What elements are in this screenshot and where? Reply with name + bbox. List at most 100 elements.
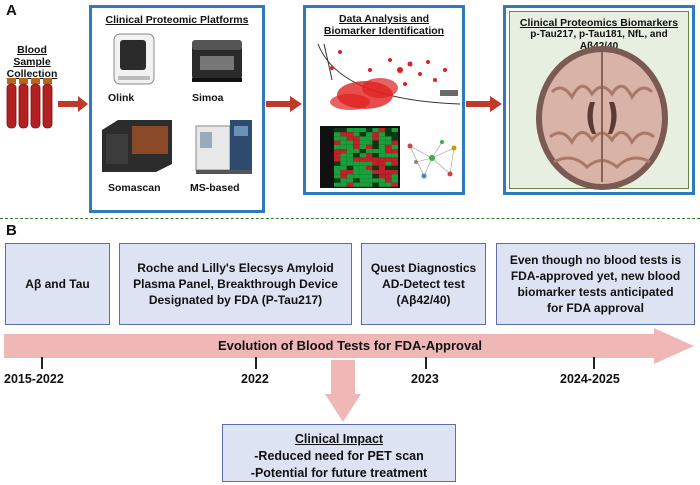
year-2: 2022 — [241, 372, 269, 386]
heatmap-cell — [334, 140, 341, 145]
heatmap-cell — [353, 136, 360, 141]
simoa-device-icon — [192, 40, 242, 82]
heatmap-cell — [372, 132, 379, 137]
heatmap-cell — [378, 170, 386, 175]
device-label-olink: Olink — [108, 92, 135, 104]
heatmap-cell — [385, 153, 392, 158]
box2-line3: Designated by FDA (P-Tau217) — [148, 293, 323, 307]
heatmap-cell — [359, 136, 366, 141]
heatmap-cell — [359, 128, 366, 133]
heatmap-cell — [385, 132, 392, 137]
timeline-arrow — [4, 328, 694, 364]
heatmap-cell — [359, 161, 366, 166]
heatmap-cell — [366, 136, 373, 141]
heatmap-cell — [378, 149, 386, 154]
olink-device-icon — [113, 33, 155, 85]
blood-tubes-icon — [6, 78, 53, 129]
heatmap-cell — [391, 144, 398, 149]
heatmap-cell — [391, 165, 398, 170]
impact-line1: -Reduced need for PET scan — [254, 449, 424, 463]
heatmap-cell — [340, 149, 347, 154]
heatmap-cell — [346, 182, 354, 187]
heatmap-cell — [359, 178, 366, 183]
heatmap-cell — [385, 178, 392, 183]
timeline-box-4: Even though no blood tests is FDA-approv… — [496, 243, 695, 325]
heatmap-cell — [359, 157, 366, 162]
heatmap-cell — [391, 174, 398, 179]
heatmap-cell — [391, 149, 398, 154]
heatmap-cell — [334, 153, 341, 158]
heatmap-cell — [391, 178, 398, 183]
impact-line2: -Potential for future treatment — [250, 466, 428, 480]
platforms-title: Clinical Proteomic Platforms — [105, 14, 249, 26]
heatmap-cell — [366, 144, 373, 149]
heatmap-cell — [372, 161, 379, 166]
heatmap-cell — [385, 149, 392, 154]
heatmap-cell — [372, 178, 379, 183]
heatmap-cell — [366, 178, 373, 183]
heatmap-cell — [359, 132, 366, 137]
heatmap-cell — [346, 165, 354, 170]
heatmap-cell — [366, 170, 373, 175]
heatmap-cell — [366, 157, 373, 162]
heatmap-cell — [391, 128, 398, 133]
year-3: 2023 — [411, 372, 439, 386]
heatmap-cell — [372, 149, 379, 154]
timeline-label: Evolution of Blood Tests for FDA-Approva… — [217, 338, 483, 353]
device-label-somascan: Somascan — [108, 182, 161, 194]
heatmap-cell — [359, 144, 366, 149]
box3-line3: (Aβ42/40) — [396, 293, 451, 307]
timeline-box-2: Roche and Lilly's Elecsys Amyloid Plasma… — [119, 243, 352, 325]
heatmap-cell — [385, 165, 392, 170]
heatmap-cell — [385, 182, 392, 187]
heatmap-cell — [334, 149, 341, 154]
panel-a-letter: A — [6, 2, 17, 19]
heatmap-cell — [366, 165, 373, 170]
heatmap-cell — [385, 170, 392, 175]
analysis-title-line2: Biomarker Identification — [323, 25, 445, 37]
biomarkers-title: Clinical Proteomics Biomarkers — [519, 17, 679, 29]
heatmap-cell — [385, 174, 392, 179]
heatmap-cell — [353, 170, 360, 175]
heatmap-cell — [378, 140, 386, 145]
heatmap-cell — [340, 140, 347, 145]
heatmap-cell — [366, 174, 373, 179]
heatmap-cell — [340, 132, 347, 137]
heatmap-cell — [359, 140, 366, 145]
heatmap-cell — [340, 144, 347, 149]
heatmap-cell — [378, 157, 386, 162]
device-label-ms-based: MS-based — [190, 182, 240, 194]
heatmap-cell — [378, 161, 386, 166]
tick-4 — [593, 357, 595, 369]
timeline-box-1: Aβ and Tau — [5, 243, 110, 325]
heatmap-cell — [346, 153, 354, 158]
heatmap-cell — [372, 153, 379, 158]
heatmap-cell — [385, 128, 392, 133]
heatmap-cell — [353, 182, 360, 187]
heatmap-cell — [378, 153, 386, 158]
biomarkers-inner: Clinical Proteomics Biomarkers p-Tau217,… — [509, 11, 689, 190]
heatmap-cell — [340, 165, 347, 170]
arrow-icon-3 — [466, 96, 502, 112]
heatmap-cell — [346, 128, 354, 133]
heatmap-cell — [385, 161, 392, 166]
blood-sample-label: Blood Sample Collection — [3, 44, 61, 80]
heatmap-cell — [378, 136, 386, 141]
heatmap-cell — [353, 153, 360, 158]
panel-b-letter: B — [6, 222, 17, 239]
heatmap-cell — [359, 182, 366, 187]
box4-line4: for FDA approval — [547, 301, 644, 315]
heatmap-cell — [359, 153, 366, 158]
heatmap-cell — [340, 170, 347, 175]
heatmap-cell — [346, 132, 354, 137]
heatmap-cell — [378, 182, 386, 187]
heatmap-cell — [385, 136, 392, 141]
heatmap-cell — [372, 144, 379, 149]
heatmap-cell — [378, 128, 386, 133]
heatmap-cell — [391, 153, 398, 158]
heatmap-cell — [366, 149, 373, 154]
heatmap-cell — [372, 157, 379, 162]
heatmap-cell — [366, 161, 373, 166]
heatmap-cell — [378, 174, 386, 179]
heatmap-cell — [346, 170, 354, 175]
